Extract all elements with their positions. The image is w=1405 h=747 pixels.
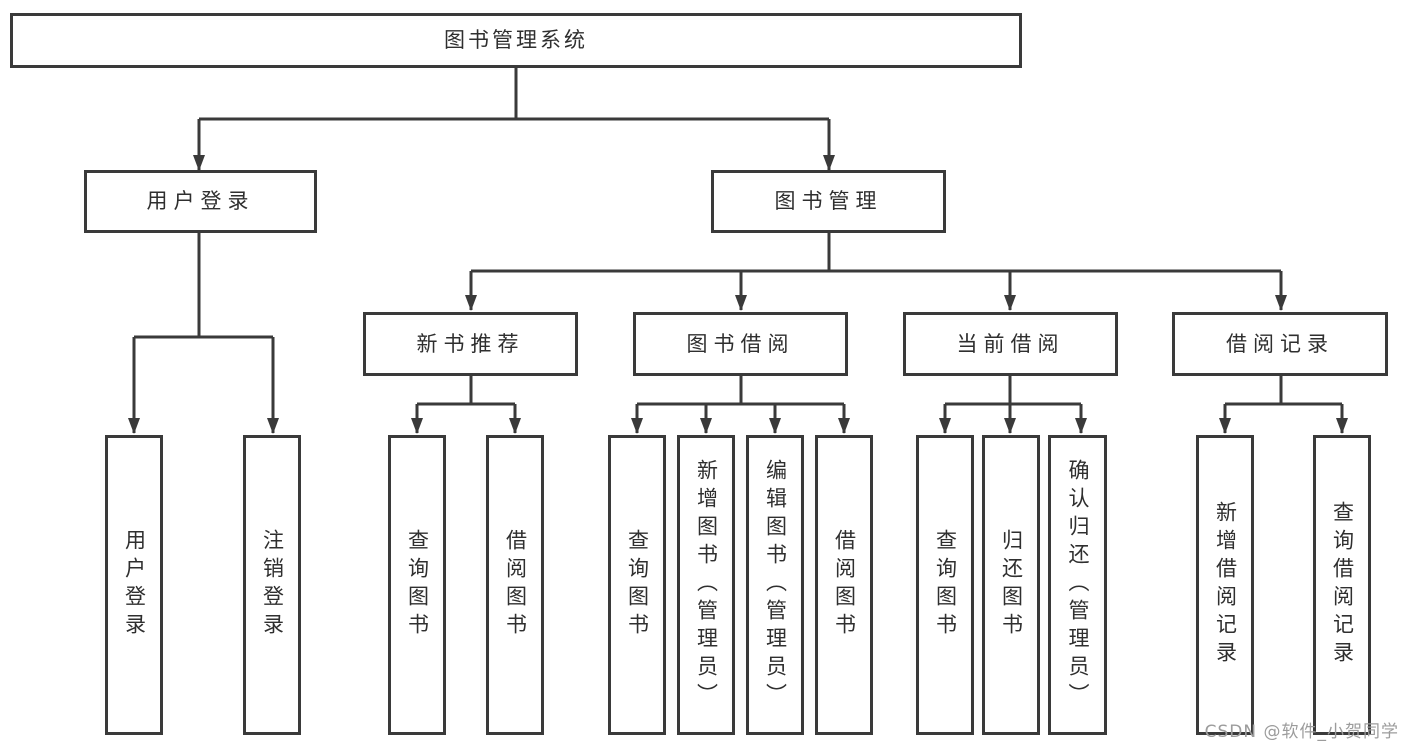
leaf-query-books-current: 查询图书 [916,435,974,735]
leaf-borrow-books-recommend: 借阅图书 [486,435,544,735]
leaf-logout: 注销登录 [243,435,301,735]
leaf-query-books-borrow: 查询图书 [608,435,666,735]
leaf-query-books-recommend: 查询图书 [388,435,446,735]
node-borrow-records: 借阅记录 [1172,312,1388,376]
node-book-management: 图书管理 [711,170,946,233]
node-new-book-recommend: 新书推荐 [363,312,578,376]
leaf-add-borrow-record: 新增借阅记录 [1196,435,1254,735]
leaf-add-books-admin: 新增图书（管理员） [677,435,735,735]
leaf-edit-books-admin: 编辑图书（管理员） [746,435,804,735]
node-library-management-system: 图书管理系统 [10,13,1022,68]
leaf-user-login: 用户登录 [105,435,163,735]
leaf-borrow-books: 借阅图书 [815,435,873,735]
csdn-watermark: CSDN @软件_小贺同学 [1204,722,1399,742]
leaf-confirm-return-admin: 确认归还（管理员） [1048,435,1107,735]
node-book-borrow: 图书借阅 [633,312,848,376]
leaf-query-borrow-record: 查询借阅记录 [1313,435,1371,735]
node-user-login: 用户登录 [84,170,317,233]
leaf-return-books: 归还图书 [982,435,1040,735]
node-current-borrow: 当前借阅 [903,312,1118,376]
